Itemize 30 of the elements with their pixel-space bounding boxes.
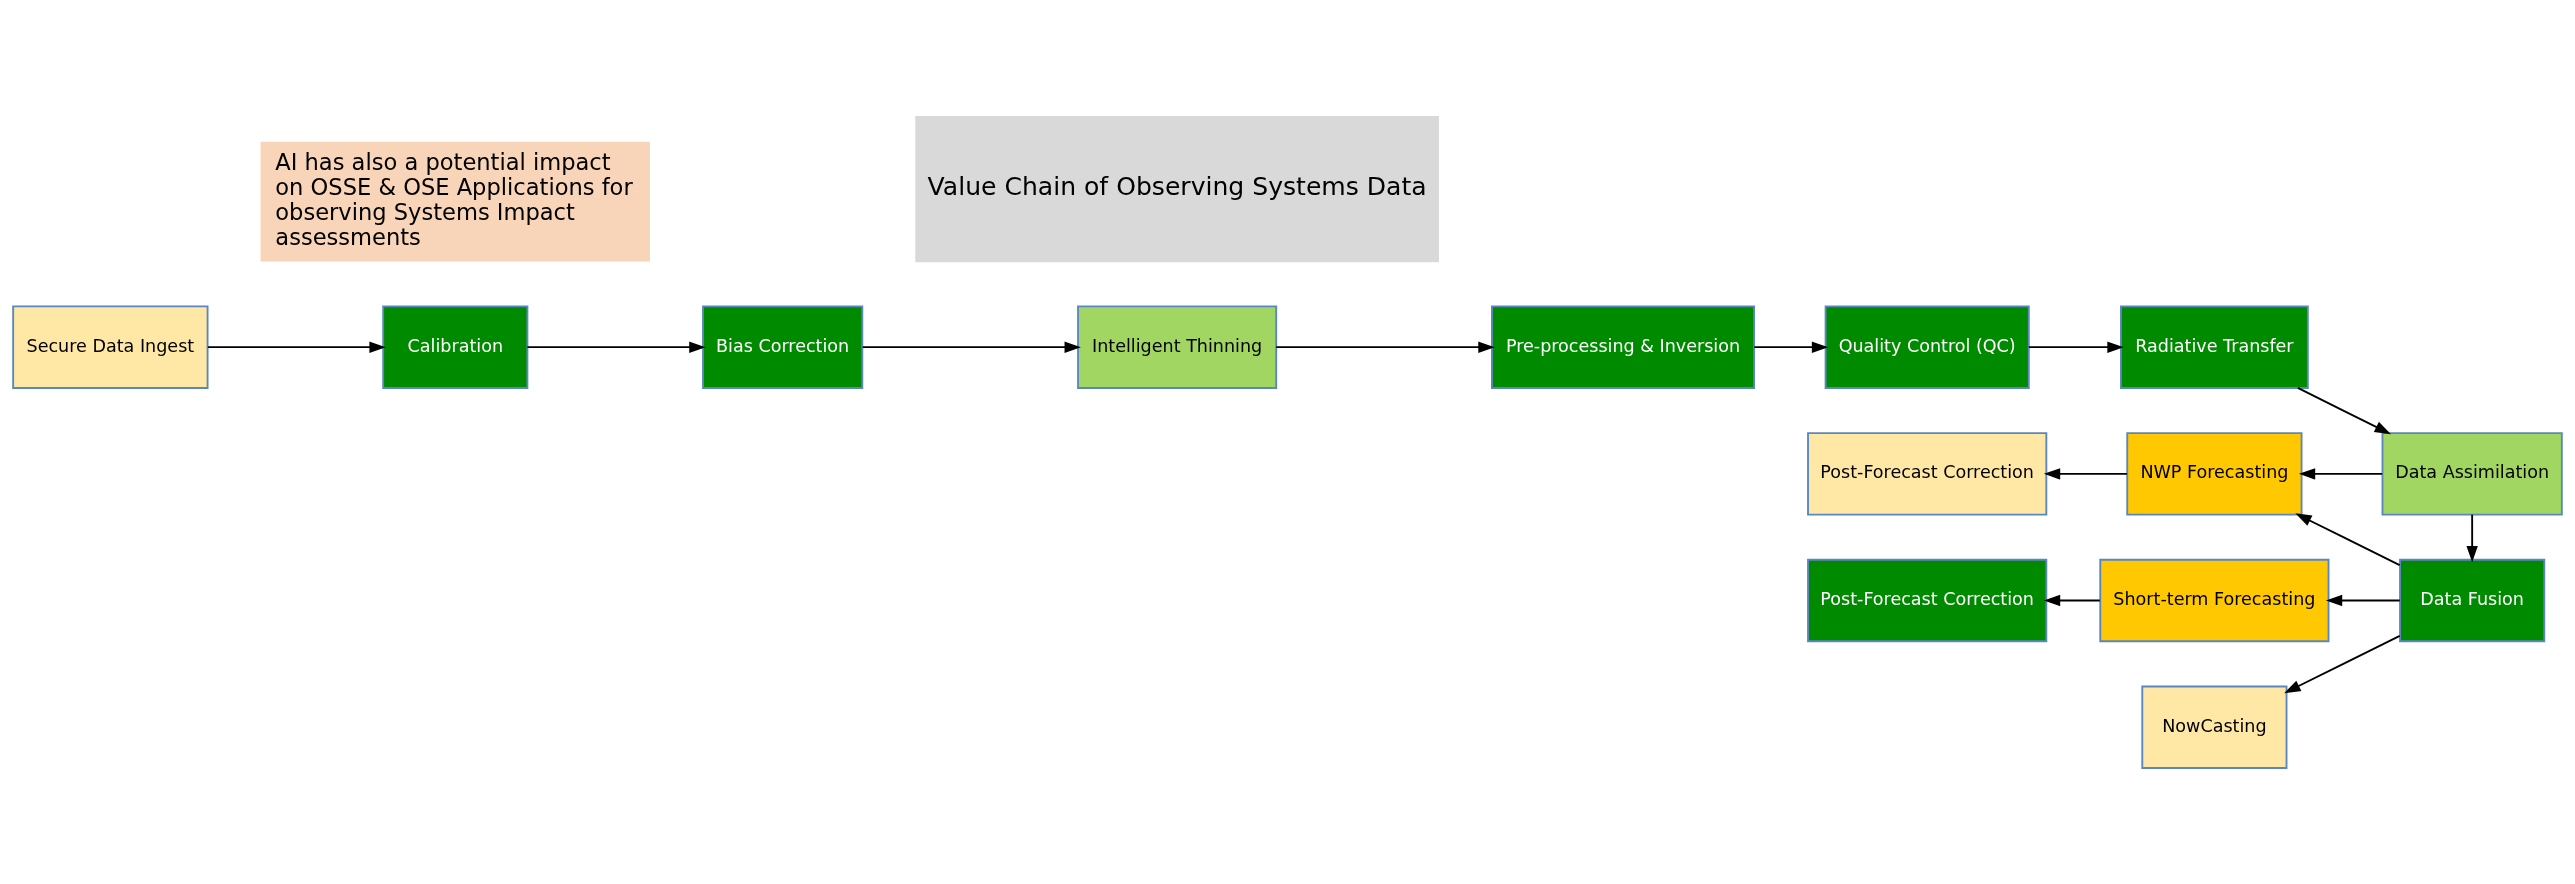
node-box: Data Assimilation	[2381, 431, 2563, 516]
arrow	[526, 340, 706, 353]
arrow	[1275, 340, 1495, 353]
arrow	[2043, 467, 2128, 480]
node-box: Intelligent Thinning	[1077, 304, 1278, 389]
node-box: Radiative Transfer	[2120, 304, 2309, 389]
arrow	[2284, 634, 2401, 693]
arrow	[2043, 594, 2101, 606]
arrow	[2466, 513, 2478, 562]
node-box: Data Fusion	[2399, 558, 2546, 642]
arrow	[2298, 467, 2384, 480]
arrow	[2295, 512, 2401, 566]
arrow	[1753, 340, 1829, 353]
node-box: Short-term Forecasting	[2099, 558, 2330, 642]
node-box: AI has also a potential impact on OSSE & OSE Applications for observing Systems Impact assessments	[260, 141, 651, 262]
node-box: Secure Data Ingest	[12, 304, 209, 389]
arrow	[2027, 340, 2124, 353]
node-box: Calibration	[382, 304, 529, 389]
node-box: Post-Forecast Correction	[1807, 431, 2048, 516]
node-box: Bias Correction	[702, 304, 864, 389]
node-box: NowCasting	[2141, 685, 2288, 769]
arrow	[2296, 386, 2391, 434]
node-box: Post-Forecast Correction	[1807, 558, 2048, 642]
arrow	[206, 340, 386, 353]
arrow	[2325, 594, 2401, 606]
arrow	[861, 340, 1081, 353]
node-box: Pre-processing & Inversion	[1491, 304, 1756, 389]
node-box: Quality Control (QC)	[1824, 304, 2030, 389]
node-box: Value Chain of Observing Systems Data	[915, 115, 1439, 262]
node-box: NWP Forecasting	[2126, 431, 2303, 516]
